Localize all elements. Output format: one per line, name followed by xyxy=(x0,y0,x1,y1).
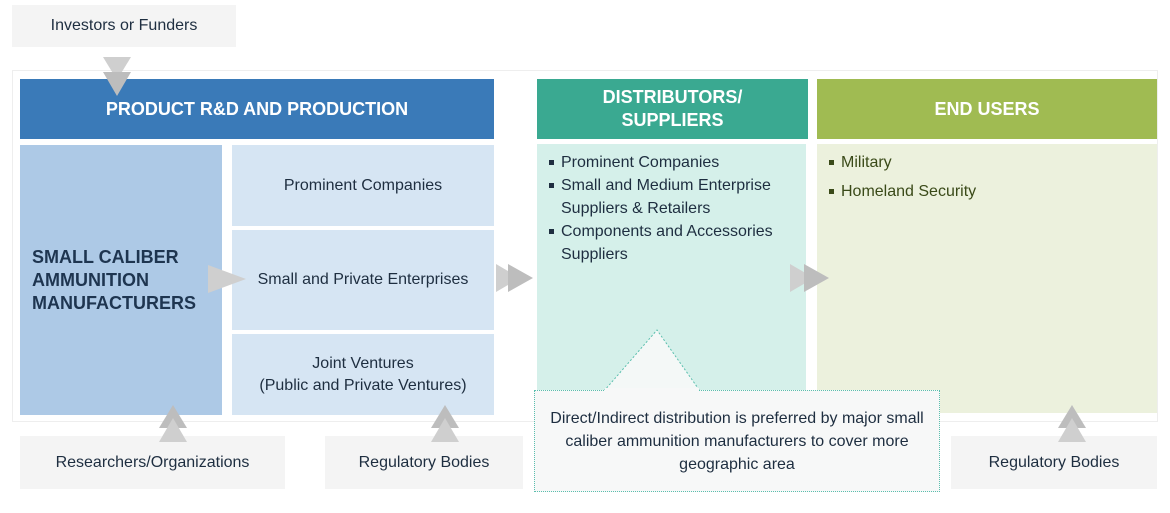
arrow-up-icon xyxy=(159,418,187,442)
callout-box: Direct/Indirect distribution is preferre… xyxy=(534,390,940,492)
arrow-down-icon xyxy=(103,57,131,80)
type-label: Joint Ventures (Public and Private Ventu… xyxy=(259,354,467,394)
arrow-up-icon xyxy=(1058,405,1086,428)
end-users-header-label: END USERS xyxy=(934,98,1040,119)
arrow-up-icon xyxy=(159,405,187,428)
type-joint-ventures: Joint Ventures (Public and Private Ventu… xyxy=(232,334,494,415)
type-label: Prominent Companies xyxy=(283,176,443,194)
type-prominent: Prominent Companies xyxy=(232,145,494,226)
type-small-private: Small and Private Enterprises xyxy=(232,230,494,330)
arrow-right-icon xyxy=(790,264,814,292)
manufacturers-label: SMALL CALIBER AMMUNITION MANUFACTURERS xyxy=(32,246,196,313)
arrow-up-icon xyxy=(431,405,459,428)
list-item: Homeland Security xyxy=(817,180,1157,203)
production-header-label: PRODUCT R&D AND PRODUCTION xyxy=(105,98,409,119)
list-item: Small and Medium Enterprise Suppliers & … xyxy=(537,174,796,220)
type-label: Small and Private Enterprises xyxy=(257,271,469,288)
regulatory-label: Regulatory Bodies xyxy=(988,453,1120,471)
arrow-up-icon xyxy=(431,418,459,442)
distributors-header: DISTRIBUTORS/ SUPPLIERS xyxy=(537,79,808,139)
callout-text: Direct/Indirect distribution is preferre… xyxy=(550,409,924,473)
arrow-up-icon xyxy=(1058,418,1086,442)
regulatory-box-2: Regulatory Bodies xyxy=(951,436,1157,489)
investors-box: Investors or Funders xyxy=(12,5,236,47)
arrow-down-icon xyxy=(103,72,131,96)
distributors-header-label: DISTRIBUTORS/ SUPPLIERS xyxy=(602,87,743,130)
list-item: Components and Accessories Suppliers xyxy=(537,220,796,266)
list-item: Military xyxy=(817,151,1157,174)
regulatory-box-1: Regulatory Bodies xyxy=(325,436,523,489)
regulatory-label: Regulatory Bodies xyxy=(358,453,490,471)
list-item: Prominent Companies xyxy=(537,151,796,174)
arrow-right-icon xyxy=(508,264,533,292)
end-users-header: END USERS xyxy=(817,79,1157,139)
manufacturers-box: SMALL CALIBER AMMUNITION MANUFACTURERS xyxy=(20,145,222,415)
investors-label: Investors or Funders xyxy=(50,17,198,34)
production-header: PRODUCT R&D AND PRODUCTION xyxy=(20,79,494,139)
researchers-label: Researchers/Organizations xyxy=(55,453,250,471)
arrow-right-icon xyxy=(804,264,829,292)
researchers-box: Researchers/Organizations xyxy=(20,436,285,489)
arrow-right-icon xyxy=(208,265,246,293)
